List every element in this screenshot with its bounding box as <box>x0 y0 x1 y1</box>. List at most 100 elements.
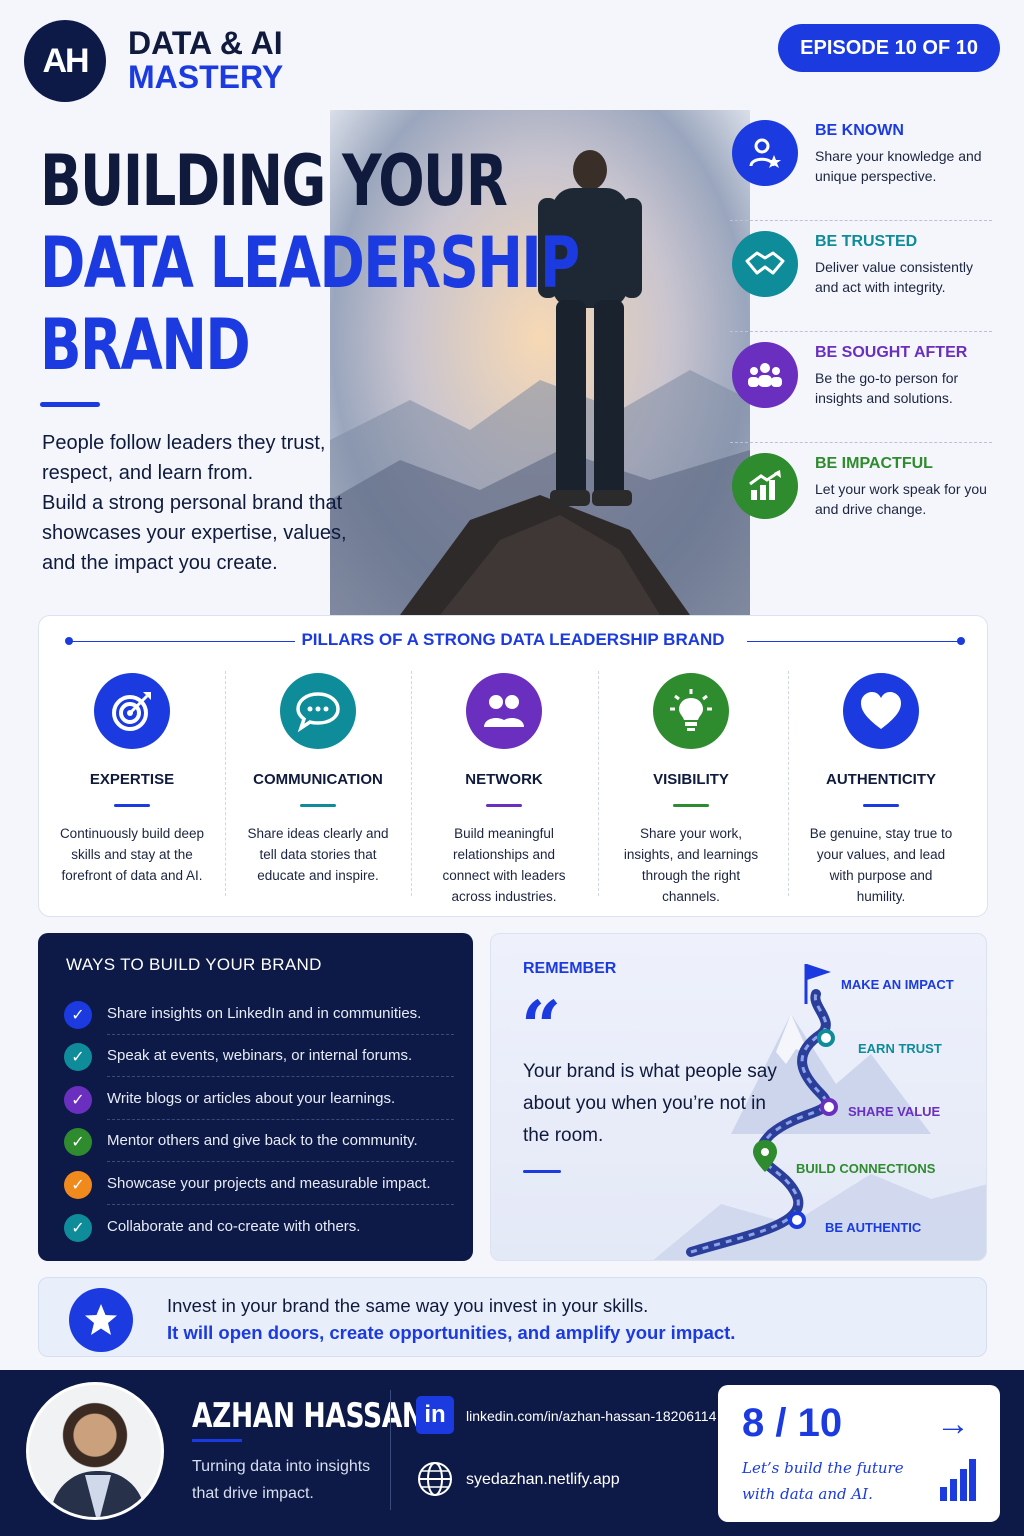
mountain-path-illustration <box>653 964 986 1260</box>
globe-icon[interactable] <box>416 1460 454 1498</box>
divider-line <box>69 641 295 642</box>
pillar-desc: Share your work, insights, and learnings… <box>623 826 759 904</box>
pillar-underline <box>673 804 709 807</box>
progress-card: 8 / 10 → Let’s build the future with dat… <box>718 1385 1000 1522</box>
be-title: BE TRUSTED <box>815 233 918 250</box>
name-underline <box>192 1439 242 1442</box>
check-icon: ✓ <box>64 1214 92 1242</box>
intro-line: Build a strong personal brand that <box>42 492 343 514</box>
be-desc: Share your knowledge and unique perspect… <box>815 148 982 184</box>
people-icon <box>466 673 542 749</box>
footer: AZHAN HASSAN Turning data into insights … <box>0 1370 1024 1536</box>
group-icon <box>732 342 798 408</box>
way-item: ✓ Showcase your projects and measurable … <box>64 1163 454 1205</box>
ways-panel: WAYS TO BUILD YOUR BRAND ✓ Share insight… <box>38 933 473 1261</box>
way-item: ✓ Mentor others and give back to the com… <box>64 1120 454 1162</box>
intro-line: People follow leaders they trust, <box>42 432 326 454</box>
website-link[interactable]: syedazhan.netlify.app <box>466 1471 620 1488</box>
quote-icon: “ <box>521 985 562 1068</box>
brand-line-2: MASTERY <box>128 59 284 95</box>
way-item: ✓ Share insights on LinkedIn and in comm… <box>64 993 454 1035</box>
pillar-visibility: VISIBILITY Share your work, insights, an… <box>598 671 784 904</box>
invest-line-1: Invest in your brand the same way you in… <box>167 1295 649 1316</box>
pillar-expertise: EXPERTISE Continuously build deep skills… <box>39 671 225 901</box>
intro-line: respect, and learn from. <box>42 462 254 484</box>
pillar-separator <box>788 671 789 896</box>
hero-image <box>330 110 750 615</box>
pillar-title: NETWORK <box>465 771 543 788</box>
pillars-heading: PILLARS OF A STRONG DATA LEADERSHIP BRAN… <box>301 630 725 649</box>
pillar-communication: COMMUNICATION Share ideas clearly and te… <box>225 671 411 901</box>
pillar-title: EXPERTISE <box>89 771 175 788</box>
bar-chart-icon <box>940 1459 976 1501</box>
target-icon <box>94 673 170 749</box>
remember-quote: Your brand is what people say about you … <box>523 1061 777 1146</box>
be-title: BE IMPACTFUL <box>815 455 933 472</box>
step-label: BUILD CONNECTIONS <box>796 1161 936 1176</box>
avatar <box>26 1382 164 1520</box>
pillar-separator <box>225 671 226 896</box>
step-label: BE AUTHENTIC <box>825 1220 922 1235</box>
episode-badge: EPISODE 10 OF 10 <box>778 24 1000 72</box>
progress-count: 8 / 10 <box>742 1401 843 1445</box>
pillars-panel: PILLARS OF A STRONG DATA LEADERSHIP BRAN… <box>38 615 988 917</box>
pillar-title: VISIBILITY <box>653 771 729 788</box>
way-item: ✓ Speak at events, webinars, or internal… <box>64 1035 454 1077</box>
way-divider <box>107 1034 454 1035</box>
way-text: Collaborate and co-create with others. <box>107 1218 361 1235</box>
pillar-network: NETWORK Build meaningful relationships a… <box>411 671 597 904</box>
arrow-right-icon[interactable]: → <box>936 1405 970 1443</box>
intro-text: People follow leaders they trust, respec… <box>42 428 382 578</box>
step-label: SHARE VALUE <box>848 1104 941 1119</box>
pillar-separator <box>411 671 412 896</box>
way-item: ✓ Write blogs or articles about your lea… <box>64 1078 454 1120</box>
way-divider <box>107 1076 454 1077</box>
title-line-1: BUILDING YOUR <box>40 140 508 222</box>
be-title: BE KNOWN <box>815 122 904 139</box>
be-desc: Be the go-to person for insights and sol… <box>815 370 959 406</box>
ways-title: WAYS TO BUILD YOUR BRAND <box>66 955 322 974</box>
divider-dot <box>957 637 965 645</box>
brand-line-1: DATA & AI <box>128 25 283 61</box>
chat-bubble-icon <box>280 673 356 749</box>
way-text: Write blogs or articles about your learn… <box>107 1090 396 1107</box>
pillar-separator <box>598 671 599 896</box>
page-title: BUILDING YOUR DATA LEADERSHIP BRAND <box>40 140 580 386</box>
user-star-icon <box>732 120 798 186</box>
quote-underline <box>523 1170 561 1173</box>
step-label: EARN TRUST <box>858 1041 942 1056</box>
be-item: BE KNOWN Share your knowledge and unique… <box>730 110 992 221</box>
invest-banner: Invest in your brand the same way you in… <box>38 1277 987 1357</box>
linkedin-icon[interactable]: in <box>416 1396 454 1434</box>
check-icon: ✓ <box>64 1128 92 1156</box>
pillar-desc: Share ideas clearly and tell data storie… <box>247 826 389 883</box>
way-text: Showcase your projects and measurable im… <box>107 1175 431 1192</box>
way-item: ✓ Collaborate and co-create with others. <box>64 1206 454 1248</box>
pillar-desc: Be genuine, stay true to your values, an… <box>809 826 953 904</box>
author-tagline: Turning data into insights that drive im… <box>192 1458 371 1502</box>
title-line-2: DATA LEADERSHIP <box>40 222 580 304</box>
linkedin-link[interactable]: linkedin.com/in/azhan-hassan-18206114 <box>466 1408 717 1424</box>
check-icon: ✓ <box>64 1086 92 1114</box>
check-icon: ✓ <box>64 1171 92 1199</box>
be-list: BE KNOWN Share your knowledge and unique… <box>730 110 992 554</box>
be-desc: Deliver value consistently and act with … <box>815 259 973 295</box>
heart-icon <box>843 673 919 749</box>
check-icon: ✓ <box>64 1001 92 1029</box>
check-icon: ✓ <box>64 1043 92 1071</box>
author-name: AZHAN HASSAN <box>192 1396 424 1436</box>
pillar-authenticity: AUTHENTICITY Be genuine, stay true to yo… <box>788 671 974 904</box>
be-item: BE TRUSTED Deliver value consistently an… <box>730 221 992 332</box>
remember-panel: REMEMBER “ Your brand is what people say… <box>490 933 987 1261</box>
intro-line: and the impact you create. <box>42 552 278 574</box>
divider-line <box>747 641 961 642</box>
way-divider <box>107 1161 454 1162</box>
step-label: MAKE AN IMPACT <box>841 977 954 992</box>
pillar-title: COMMUNICATION <box>253 771 383 788</box>
star-icon <box>69 1288 133 1352</box>
lightbulb-icon <box>653 673 729 749</box>
pillar-underline <box>486 804 522 807</box>
way-divider <box>107 1119 454 1120</box>
growth-chart-icon <box>732 453 798 519</box>
way-divider <box>107 1204 454 1205</box>
